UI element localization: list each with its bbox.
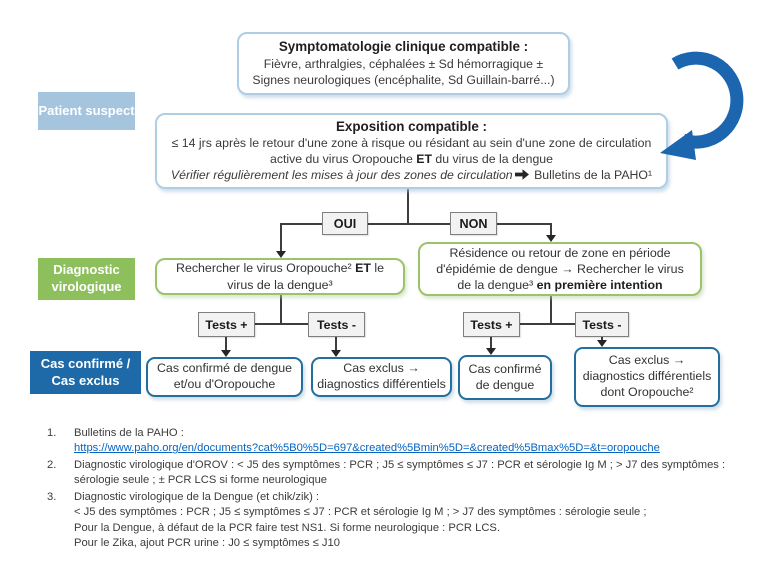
exposition-line3-italic: Vérifier régulièrement les mises à jour … bbox=[170, 168, 513, 183]
footnote-3-text: Diagnostic virologique de la Dengue (et … bbox=[74, 490, 647, 550]
connector-line bbox=[225, 337, 227, 351]
connector-line bbox=[280, 295, 282, 324]
exposition-box-title: Exposition compatible : bbox=[335, 118, 488, 134]
connector-line bbox=[335, 337, 337, 351]
arrowhead bbox=[331, 350, 341, 357]
arrowhead bbox=[221, 350, 231, 357]
search-dengue-first-box: Résidence ou retour de zone en période d… bbox=[418, 242, 702, 296]
arrowhead bbox=[546, 235, 556, 242]
footnotes: 1. Bulletins de la PAHO : https://www.pa… bbox=[47, 426, 747, 553]
exposition-box-line1: ≤ 14 jrs après le retour d'une zone à ri… bbox=[171, 136, 652, 151]
exposition-line2-post: du virus de la dengue bbox=[431, 152, 553, 167]
tests-minus-node-right: Tests - bbox=[575, 312, 629, 337]
footnote-2: 2. Diagnostic virologique d'OROV : < J5 … bbox=[47, 458, 747, 489]
exposition-box-line3: Vérifier régulièrement les mises à jour … bbox=[165, 168, 658, 184]
outcome-box-exclus-differentiels: Cas exclus → diagnostics différentiels bbox=[311, 357, 452, 397]
connector-line bbox=[255, 323, 309, 325]
footnote-1-body: Bulletins de la PAHO : https://www.paho.… bbox=[74, 426, 747, 457]
heavy-right-arrow-icon bbox=[514, 169, 529, 180]
exposition-line3-post: Bulletins de la PAHO¹ bbox=[530, 168, 653, 183]
exposition-box: Exposition compatible : ≤ 14 jrs après l… bbox=[155, 113, 668, 189]
right-search-bold: en première intention bbox=[536, 278, 663, 293]
connector-line bbox=[601, 337, 603, 342]
search-oropouche-dengue-box: Rechercher le virus Oropouche² ET le vir… bbox=[155, 258, 405, 295]
footnote-1-number: 1. bbox=[47, 427, 57, 439]
connector-line bbox=[490, 337, 492, 349]
connector-line bbox=[520, 323, 575, 325]
tests-minus-node-left: Tests - bbox=[308, 312, 365, 337]
stage-label-diagnostic-virologique: Diagnostic virologique bbox=[38, 258, 135, 300]
connector-line bbox=[280, 223, 282, 252]
exposition-line2-pre: active du virus Oropouche bbox=[269, 152, 417, 167]
right-search-pre: Résidence ou retour de zone en période d… bbox=[436, 245, 684, 293]
footnote-3: 3. Diagnostic virologique de la Dengue (… bbox=[47, 490, 747, 552]
connector-line bbox=[550, 296, 552, 324]
outcome-box-dengue: Cas confirmé de dengue bbox=[458, 355, 552, 400]
outcome-box-exclus-dont-oropouche: Cas exclus → diagnostics différentiels d… bbox=[574, 347, 720, 407]
paho-bulletins-link[interactable]: https://www.paho.org/en/documents?cat%5B… bbox=[74, 442, 660, 455]
tests-plus-node-left: Tests + bbox=[198, 312, 255, 337]
symptoms-box-title: Symptomatologie clinique compatible : bbox=[278, 39, 529, 55]
footnote-1-text: Bulletins de la PAHO : bbox=[74, 427, 184, 439]
stage-label-cas-confirme-exclus: Cas confirmé / Cas exclus bbox=[30, 351, 141, 394]
symptoms-box-line2: Signes neurologiques (encéphalite, Sd Gu… bbox=[252, 72, 555, 87]
connector-line bbox=[550, 223, 552, 236]
loop-arrow-icon bbox=[660, 51, 744, 160]
connector-line bbox=[407, 188, 409, 224]
arrowhead bbox=[486, 348, 496, 355]
symptoms-box: Symptomatologie clinique compatible : Fi… bbox=[237, 32, 570, 95]
branch-node-non: NON bbox=[450, 212, 497, 235]
arrowhead bbox=[597, 340, 607, 347]
exposition-line2-bold: ET bbox=[416, 152, 432, 167]
footnote-2-number: 2. bbox=[47, 458, 57, 471]
left-search-post: le virus de la dengue³ bbox=[227, 261, 384, 292]
search-dengue-first-text: Résidence ou retour de zone en période d… bbox=[428, 245, 692, 293]
search-oropouche-dengue-text: Rechercher le virus Oropouche² ET le vir… bbox=[163, 260, 397, 292]
footnote-2-text: Diagnostic virologique d'OROV : < J5 des… bbox=[74, 458, 726, 487]
footnote-1: 1. Bulletins de la PAHO : https://www.pa… bbox=[47, 426, 747, 457]
stage-label-patient-suspect: Patient suspect bbox=[38, 92, 135, 130]
footnote-3-number: 3. bbox=[47, 490, 57, 503]
left-search-bold: ET bbox=[355, 261, 371, 276]
symptoms-box-line1: Fièvre, arthralgies, céphalées ± Sd hémo… bbox=[263, 56, 544, 71]
tests-plus-node-right: Tests + bbox=[463, 312, 520, 337]
left-search-pre: Rechercher le virus Oropouche² bbox=[176, 261, 356, 276]
branch-node-oui: OUI bbox=[322, 212, 368, 235]
arrowhead bbox=[276, 251, 286, 258]
exposition-box-line2: active du virus Oropouche ET du virus de… bbox=[165, 152, 658, 168]
connector-line bbox=[280, 223, 552, 225]
outcome-box-dengue-oropouche: Cas confirmé de dengue et/ou d'Oropouche bbox=[146, 357, 303, 397]
